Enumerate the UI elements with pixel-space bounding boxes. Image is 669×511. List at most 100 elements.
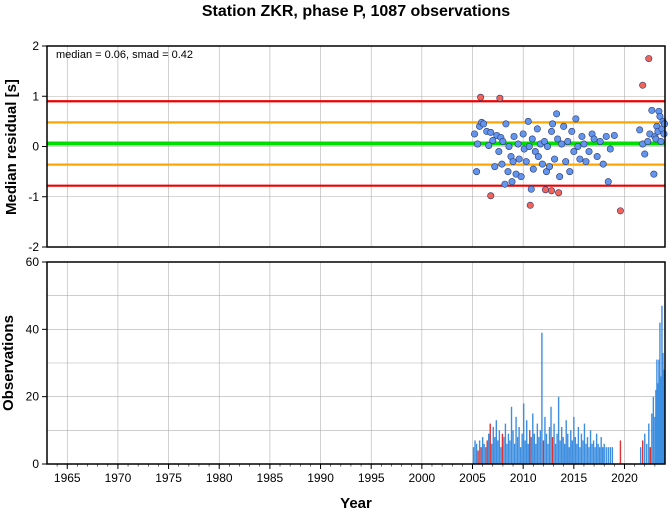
x-axis-label: Year bbox=[340, 495, 372, 511]
x-tick-label: 1995 bbox=[358, 471, 385, 485]
observation-bar bbox=[521, 433, 523, 464]
observation-bar bbox=[488, 433, 490, 464]
data-point bbox=[504, 168, 512, 176]
observation-bar bbox=[475, 443, 478, 464]
observation-bar bbox=[651, 413, 653, 464]
observation-bar bbox=[655, 389, 657, 464]
observation-bar bbox=[586, 437, 589, 464]
data-point bbox=[574, 143, 582, 151]
observation-bar bbox=[532, 413, 534, 464]
observation-bar bbox=[609, 447, 611, 464]
observation-bar bbox=[564, 443, 566, 464]
observation-bar bbox=[497, 440, 499, 464]
observation-bar bbox=[524, 440, 526, 464]
data-point bbox=[650, 170, 658, 178]
observation-bar bbox=[574, 437, 577, 464]
observation-bar bbox=[588, 447, 590, 464]
observation-bar bbox=[589, 430, 592, 464]
observation-bar bbox=[654, 416, 656, 464]
data-point bbox=[542, 168, 550, 176]
chart-title: Station ZKR, phase P, 1087 observations bbox=[202, 3, 510, 20]
data-point bbox=[580, 140, 588, 148]
data-point bbox=[499, 137, 507, 145]
data-point bbox=[660, 130, 668, 138]
observation-bar bbox=[554, 443, 557, 464]
data-point bbox=[474, 140, 482, 148]
observation-bar bbox=[480, 447, 482, 464]
data-point bbox=[554, 135, 562, 143]
observation-bar bbox=[539, 430, 542, 464]
observation-bar bbox=[594, 447, 596, 464]
observation-bar bbox=[492, 426, 494, 464]
observation-bar bbox=[644, 433, 646, 464]
data-point bbox=[558, 140, 566, 148]
data-point bbox=[517, 173, 525, 181]
observation-bar bbox=[562, 437, 564, 464]
observation-bar bbox=[498, 430, 501, 464]
y-tick-label: 0 bbox=[32, 140, 39, 154]
observation-bar bbox=[659, 322, 661, 464]
observation-bar bbox=[649, 447, 652, 464]
observation-bar bbox=[619, 440, 622, 464]
x-tick-label: 1970 bbox=[105, 471, 132, 485]
observation-bar bbox=[522, 403, 525, 464]
data-point bbox=[562, 158, 570, 166]
data-point bbox=[570, 148, 578, 156]
observation-bar bbox=[603, 443, 605, 464]
observation-bar bbox=[656, 359, 658, 464]
observation-bar bbox=[571, 440, 573, 464]
data-point bbox=[578, 132, 586, 140]
data-point bbox=[526, 201, 534, 209]
observation-bar bbox=[494, 437, 496, 464]
data-point bbox=[505, 143, 513, 151]
observation-bar bbox=[607, 447, 609, 464]
data-point bbox=[471, 130, 479, 138]
data-point bbox=[636, 126, 644, 134]
observation-bar bbox=[483, 443, 485, 464]
data-point bbox=[491, 163, 499, 171]
x-tick-label: 2020 bbox=[611, 471, 638, 485]
data-point bbox=[648, 106, 656, 114]
data-point bbox=[489, 136, 497, 144]
observation-bar bbox=[598, 447, 601, 464]
observation-bar bbox=[553, 423, 555, 464]
data-point bbox=[644, 137, 652, 145]
observation-bar bbox=[478, 440, 481, 464]
data-point bbox=[477, 93, 485, 101]
data-point bbox=[508, 178, 516, 186]
observation-bar bbox=[527, 443, 529, 464]
observation-bar bbox=[518, 426, 520, 464]
observation-bar bbox=[567, 433, 569, 464]
x-tick-label: 1985 bbox=[257, 471, 284, 485]
data-point bbox=[514, 140, 522, 148]
observation-bar bbox=[504, 423, 507, 464]
observation-bar bbox=[559, 440, 561, 464]
data-point bbox=[496, 94, 504, 102]
data-point bbox=[487, 192, 495, 200]
x-tick-label: 1990 bbox=[307, 471, 334, 485]
data-point bbox=[485, 141, 493, 149]
data-point bbox=[525, 143, 533, 151]
observation-bar bbox=[557, 396, 560, 464]
data-point bbox=[543, 143, 551, 151]
observation-bar bbox=[544, 416, 546, 464]
data-point bbox=[656, 112, 664, 120]
observation-bar bbox=[565, 420, 567, 464]
residual-y-axis-label: Median residual [s] bbox=[3, 79, 20, 215]
observation-bar bbox=[577, 426, 580, 464]
observation-bar bbox=[639, 447, 642, 464]
observation-bar bbox=[600, 437, 602, 464]
observation-bars bbox=[472, 305, 665, 464]
data-point bbox=[533, 125, 541, 133]
y-tick-label: 20 bbox=[26, 390, 40, 404]
observation-bar bbox=[481, 437, 484, 464]
data-point bbox=[549, 120, 557, 128]
data-point bbox=[572, 115, 580, 123]
x-tick-label: 1965 bbox=[54, 471, 81, 485]
data-point bbox=[501, 180, 509, 188]
observation-bar bbox=[536, 423, 539, 464]
observation-bar bbox=[560, 426, 563, 464]
observation-bar bbox=[579, 447, 581, 464]
observation-bar bbox=[506, 443, 508, 464]
observation-bar bbox=[592, 440, 595, 464]
